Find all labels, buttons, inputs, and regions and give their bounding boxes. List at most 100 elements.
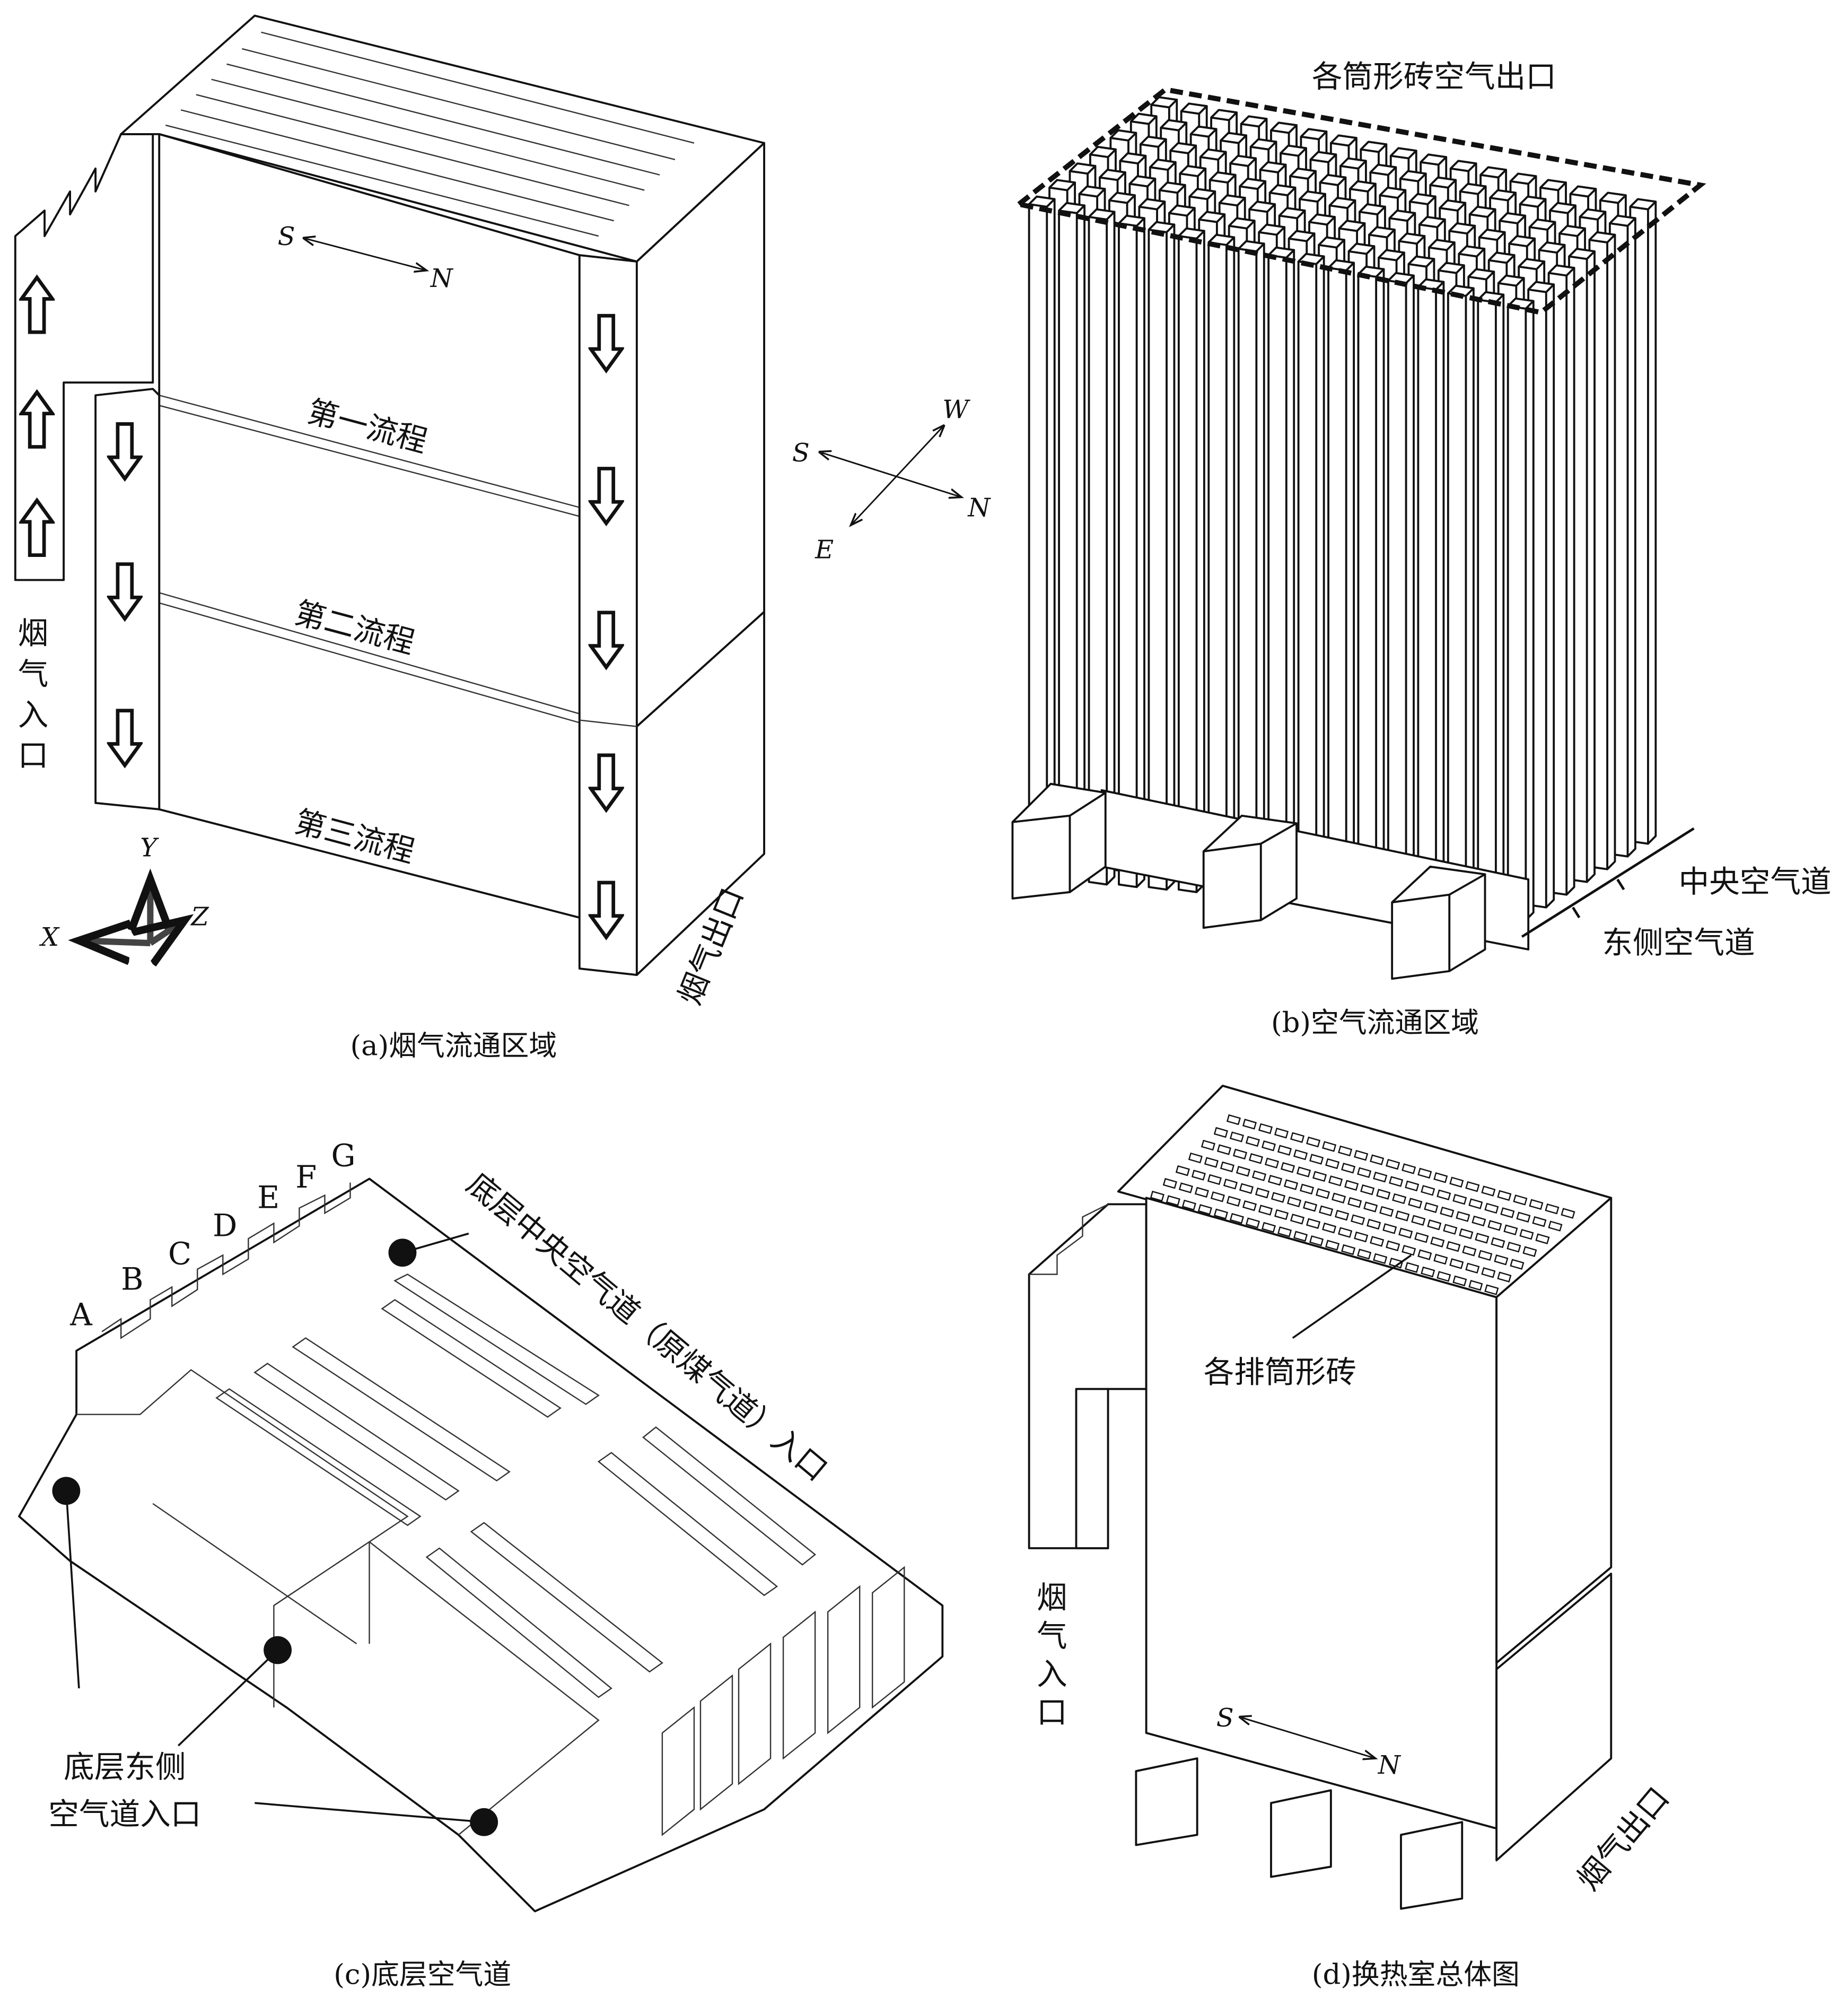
bricks-label: 各排筒形砖	[1204, 1354, 1356, 1390]
panel-c-bottom-ducts: A B C D E F G 底层中央空气道（原煤气道）入口 底层东侧 空气道入口…	[18, 1137, 944, 1991]
tube-brick-slot	[1290, 1214, 1305, 1225]
tube-brick-slot	[1293, 1149, 1308, 1161]
tube-brick-column	[1387, 272, 1415, 911]
svg-text:G: G	[331, 1137, 355, 1173]
tube-brick-column	[1547, 264, 1575, 896]
tube-brick-slot	[1226, 1114, 1241, 1126]
svg-text:E: E	[814, 535, 834, 565]
tube-brick-slot	[1497, 1271, 1512, 1283]
tube-brick-slot	[1242, 1200, 1257, 1211]
svg-text:B: B	[121, 1261, 143, 1297]
base-block	[1011, 782, 1107, 900]
tube-brick-slot	[1545, 1203, 1560, 1215]
tube-brick-slot	[1417, 1167, 1432, 1179]
tube-brick-slot	[1465, 1262, 1480, 1274]
flue-outlet-label: 烟气出口	[1570, 1780, 1676, 1897]
tube-brick-slot	[1255, 1187, 1270, 1199]
svg-text:S: S	[792, 438, 810, 468]
tube-brick-slot	[1478, 1250, 1493, 1261]
tube-brick-slot	[1452, 1275, 1467, 1287]
tube-brick-slot	[1446, 1241, 1461, 1252]
svg-text:Y: Y	[140, 833, 159, 863]
tube-brick-slot	[1548, 1220, 1563, 1232]
panel-d-overall: 各排筒形砖 S N 烟 气 入 口 烟气出口 (d)换热室总体图	[1028, 1085, 1676, 1991]
tube-brick-slot	[1319, 1205, 1334, 1216]
tube-brick-column	[1088, 208, 1116, 886]
tube-brick-slot	[1351, 1214, 1365, 1225]
tube-brick-slot	[1484, 1202, 1499, 1214]
outlet-dashed-outline	[1013, 86, 1706, 316]
svg-text:N: N	[967, 493, 991, 522]
tube-brick-slot	[1316, 1188, 1330, 1199]
tube-brick-slot	[1373, 1171, 1388, 1183]
central-slots	[215, 1274, 905, 1836]
tube-brick-slot	[1430, 1236, 1445, 1248]
dir-n-label: N	[430, 264, 454, 293]
tube-brick-slot	[1373, 1253, 1388, 1265]
tube-brick-slot	[1456, 1211, 1470, 1222]
svg-text:入: 入	[18, 696, 49, 732]
flue-inlet-column	[14, 133, 154, 581]
top-slots	[165, 31, 695, 237]
tube-brick-column	[1118, 214, 1145, 888]
tube-brick-slot	[1232, 1148, 1248, 1160]
tube-brick-slot	[1468, 1198, 1483, 1209]
tube-brick-slot	[1264, 1157, 1280, 1168]
tube-brick-slot	[1300, 1183, 1315, 1195]
tube-brick-slot	[1519, 1228, 1534, 1240]
tube-brick-slot	[1213, 1127, 1228, 1138]
bottom-duct-body	[18, 1178, 944, 1913]
caption-c: (c)底层空气道	[334, 1958, 511, 1991]
tube-brick-slot	[1229, 1131, 1244, 1143]
tube-brick-slot	[1357, 1167, 1372, 1178]
tube-brick-slot	[1328, 1175, 1343, 1187]
tube-brick-slot	[1216, 1144, 1231, 1155]
tube-brick-slot	[1150, 1190, 1164, 1202]
tube-brick-slot	[1287, 1196, 1302, 1208]
tube-brick-slot	[1312, 1171, 1327, 1182]
tube-brick-slot	[1229, 1213, 1244, 1224]
tube-brick-slot	[1465, 1181, 1480, 1192]
tube-brick-slot	[1491, 1237, 1505, 1249]
base-block	[1202, 814, 1298, 929]
svg-text:入: 入	[1037, 1656, 1067, 1692]
tube-brick-slot	[1433, 1172, 1448, 1183]
svg-text:D: D	[213, 1207, 237, 1243]
caption-d: (d)换热室总体图	[1312, 1958, 1520, 1991]
tube-brick-slot	[1284, 1179, 1299, 1190]
tube-brick-column	[1267, 246, 1295, 901]
svg-text:C: C	[168, 1235, 191, 1271]
tube-brick-slot	[1367, 1218, 1381, 1230]
svg-text:X: X	[39, 922, 60, 952]
tube-brick-slot	[1242, 1119, 1257, 1130]
tube-brick-slot	[1347, 1197, 1362, 1208]
tube-brick-slot	[1309, 1235, 1324, 1246]
svg-text:烟: 烟	[18, 615, 49, 651]
tube-brick-slot	[1251, 1170, 1267, 1181]
tube-brick-slot	[1357, 1249, 1372, 1260]
tube-brick-slot	[1245, 1217, 1260, 1228]
tube-brick-slot	[1421, 1266, 1435, 1278]
tube-brick-column	[1447, 284, 1475, 917]
tube-brick-slot	[1522, 1246, 1537, 1257]
tube-brick-slot	[1207, 1174, 1222, 1185]
tube-brick-slot	[1414, 1232, 1429, 1243]
east-inlet-label-1: 底层东侧	[64, 1749, 186, 1785]
svg-text:F: F	[295, 1159, 317, 1195]
tube-brick-slot	[1389, 1176, 1404, 1187]
xyz-axes-icon: Y X Z	[39, 833, 209, 952]
dir-s-label: S	[278, 222, 295, 251]
tube-brick-slot	[1516, 1211, 1531, 1223]
tube-brick-slot	[1421, 1185, 1435, 1196]
tube-brick-slot	[1306, 1136, 1321, 1148]
tube-brick-slot	[1258, 1123, 1273, 1135]
tube-brick-slot	[1332, 1192, 1346, 1204]
tube-brick-slot	[1452, 1193, 1467, 1205]
tube-brick-rows	[1150, 1114, 1575, 1295]
tube-brick-slot	[1411, 1215, 1426, 1226]
outlets-label: 各筒形砖空气出口	[1312, 58, 1556, 94]
caption-b: (b)空气流通区域	[1271, 1007, 1479, 1039]
tube-brick-slot	[1449, 1258, 1464, 1269]
tube-brick-column	[1477, 291, 1505, 919]
